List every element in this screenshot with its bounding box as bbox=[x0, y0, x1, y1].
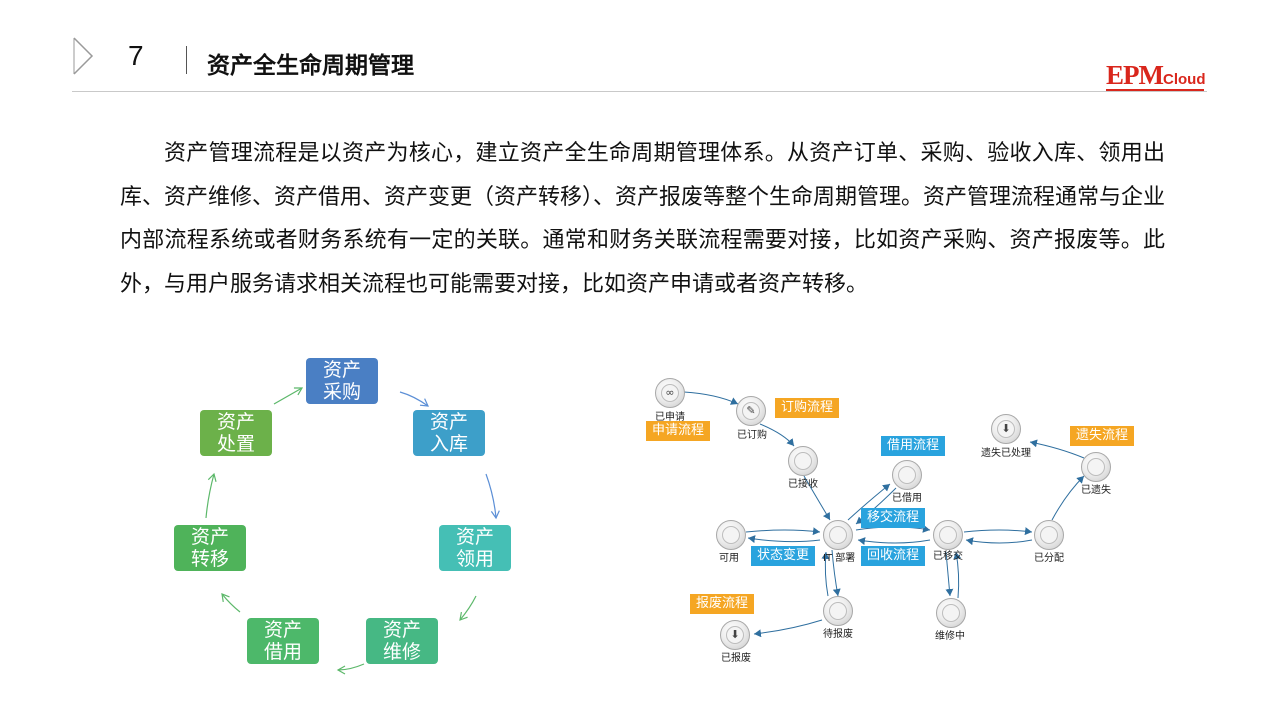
cycle-node-borrow-line1: 资产 bbox=[263, 619, 302, 641]
cycle-node-use-line2: 领用 bbox=[455, 548, 494, 570]
cycle-node-dispose-line2: 处置 bbox=[216, 433, 255, 455]
download-icon: ⬇ bbox=[730, 628, 740, 641]
tag-lost-flow: 遗失流程 bbox=[1070, 426, 1135, 446]
state-label-lost: 已遗失 bbox=[1081, 485, 1111, 496]
cart-icon: ✎ bbox=[746, 404, 756, 417]
chevron-right-icon bbox=[73, 37, 94, 75]
cycle-node-borrow: 资产 借用 bbox=[247, 618, 319, 664]
edge-pendingscrap-it bbox=[821, 551, 830, 597]
cycle-arrow-borrow-transfer bbox=[221, 593, 241, 613]
cycle-node-transfer-line2: 转移 bbox=[190, 548, 229, 570]
tag-order-flow: 订购流程 bbox=[775, 398, 840, 418]
edge-it-borrowed bbox=[847, 483, 891, 521]
state-label-under-repair: 维修中 bbox=[935, 631, 965, 642]
edge-allocated-lost bbox=[1051, 475, 1085, 521]
state-label-handed-over: 已移交 bbox=[933, 551, 963, 562]
cycle-node-dispose: 资产 处置 bbox=[200, 410, 272, 456]
state-node-applied: ∞ bbox=[655, 378, 685, 408]
cycle-arrow-dispose-purchase bbox=[273, 387, 304, 405]
cycle-node-repair-line1: 资产 bbox=[382, 619, 421, 641]
cycle-node-borrow-line2: 借用 bbox=[263, 641, 302, 663]
edge-pendingscrap-scrapped bbox=[753, 619, 823, 638]
tag-apply-flow: 申请流程 bbox=[646, 421, 711, 441]
edge-applied-ordered bbox=[683, 391, 739, 405]
cycle-node-use-line1: 资产 bbox=[455, 526, 494, 548]
state-node-available bbox=[716, 520, 746, 550]
state-node-ordered: ✎ bbox=[736, 396, 766, 426]
download-icon: ⬇ bbox=[1001, 422, 1011, 435]
cycle-node-purchase: 资产 采购 bbox=[306, 358, 378, 404]
cycle-arrow-storage-use bbox=[485, 473, 500, 520]
state-node-pending-scrap bbox=[823, 596, 853, 626]
edge-lost-losthandled bbox=[1029, 439, 1085, 459]
cycle-node-dispose-line1: 资产 bbox=[216, 411, 255, 433]
edge-repair-handedover bbox=[953, 551, 962, 599]
cycle-node-use: 资产 领用 bbox=[439, 525, 511, 571]
state-node-received bbox=[788, 446, 818, 476]
state-node-borrowed bbox=[892, 460, 922, 490]
cycle-node-repair: 资产 维修 bbox=[366, 618, 438, 664]
link-icon: ∞ bbox=[665, 386, 675, 399]
cycle-arrow-purchase-storage bbox=[399, 391, 429, 407]
state-node-scrapped: ⬇ bbox=[720, 620, 750, 650]
edge-handedover-repair bbox=[945, 551, 954, 597]
page-number: 7 bbox=[128, 40, 144, 71]
logo-sub-text: Cloud bbox=[1163, 71, 1206, 88]
slide-header: 7 资产全生命周期管理 EPMCloud bbox=[0, 0, 1280, 100]
intro-paragraph: 资产管理流程是以资产为核心，建立资产全生命周期管理体系。从资产订单、采购、验收入… bbox=[120, 141, 1166, 297]
state-label-scrapped: 已报废 bbox=[721, 653, 751, 664]
cycle-node-storage-line1: 资产 bbox=[429, 411, 468, 433]
edge-it-available bbox=[747, 535, 821, 544]
edge-borrowed-it bbox=[855, 487, 897, 525]
edge-ordered-received bbox=[759, 423, 795, 447]
page-title: 资产全生命周期管理 bbox=[207, 53, 414, 79]
cycle-node-transfer: 资产 转移 bbox=[174, 525, 246, 571]
edge-handedover-it bbox=[857, 537, 931, 546]
state-label-applied: 已申请 bbox=[655, 412, 685, 423]
logo-main-text: EPM bbox=[1106, 60, 1164, 90]
epm-cloud-logo: EPMCloud bbox=[1106, 60, 1206, 92]
cycle-node-storage-line2: 入库 bbox=[429, 433, 468, 455]
cycle-arrow-repair-borrow bbox=[336, 663, 365, 675]
header-rule bbox=[72, 91, 1207, 92]
cycle-node-storage: 资产 入库 bbox=[413, 410, 485, 456]
tag-borrow-flow: 借用流程 bbox=[881, 436, 946, 456]
tag-status-change: 状态变更 bbox=[751, 546, 816, 566]
cycle-node-purchase-line1: 资产 bbox=[322, 359, 361, 381]
state-label-available: 可用 bbox=[719, 553, 739, 564]
cycle-node-repair-line2: 维修 bbox=[382, 641, 421, 663]
logo-underline bbox=[1106, 89, 1204, 91]
state-node-lost-handled: ⬇ bbox=[991, 414, 1021, 444]
tag-handover-flow: 移交流程 bbox=[861, 508, 926, 528]
state-label-borrowed: 已借用 bbox=[892, 493, 922, 504]
state-node-under-repair bbox=[936, 598, 966, 628]
cycle-arrow-transfer-dispose bbox=[205, 472, 217, 519]
header-divider bbox=[186, 46, 187, 74]
state-label-it-dept: IT 部署 bbox=[823, 553, 856, 564]
edge-available-it bbox=[745, 527, 821, 536]
state-label-received: 已接收 bbox=[788, 479, 818, 490]
edge-it-pendingscrap bbox=[831, 549, 841, 597]
tag-return-flow: 回收流程 bbox=[861, 546, 926, 566]
edge-allocated-handedover bbox=[965, 537, 1033, 546]
cycle-node-purchase-line2: 采购 bbox=[322, 381, 361, 403]
state-label-pending-scrap: 待报废 bbox=[823, 629, 853, 640]
state-node-handed-over bbox=[933, 520, 963, 550]
state-node-it-dept bbox=[823, 520, 853, 550]
state-node-allocated bbox=[1034, 520, 1064, 550]
edge-received-it bbox=[803, 475, 831, 521]
state-label-allocated: 已分配 bbox=[1034, 553, 1064, 564]
edge-handedover-allocated bbox=[963, 527, 1033, 536]
state-label-ordered: 已订购 bbox=[737, 430, 767, 441]
cycle-node-transfer-line1: 资产 bbox=[190, 526, 229, 548]
cycle-arrow-use-repair bbox=[459, 595, 477, 621]
state-label-lost-handled: 遗失已处理 bbox=[981, 448, 1031, 459]
tag-scrap-flow: 报废流程 bbox=[690, 594, 755, 614]
state-node-lost bbox=[1081, 452, 1111, 482]
